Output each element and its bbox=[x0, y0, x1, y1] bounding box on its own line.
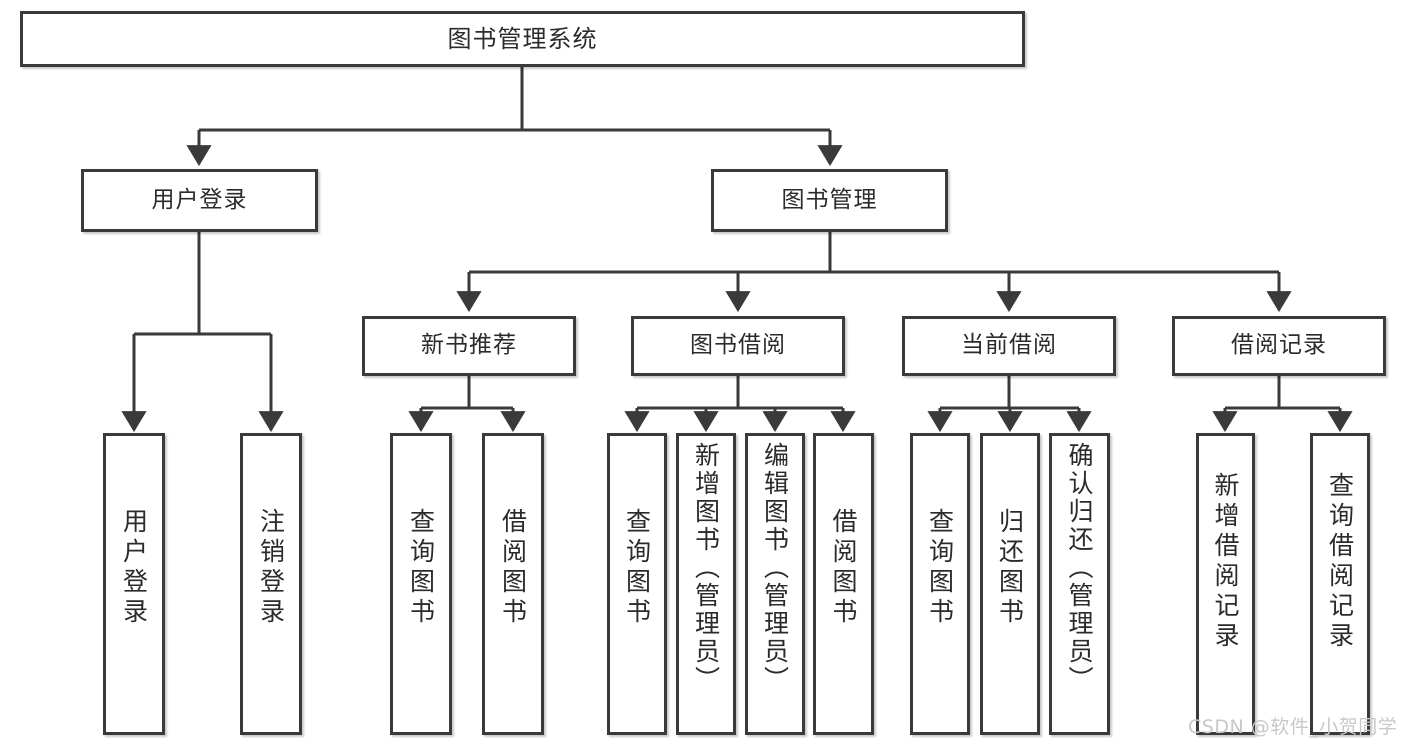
node-new-book-recommend-label: 新书推荐 bbox=[421, 332, 517, 359]
leaf-new-book-borrow-label: 借阅图书 bbox=[498, 508, 528, 628]
leaf-book-borrow-borrow-label: 借阅图书 bbox=[829, 508, 858, 628]
leaf-new-book-query[interactable]: 查询图书 bbox=[390, 433, 452, 735]
leaf-borrow-record-query[interactable]: 查询借阅记录 bbox=[1310, 433, 1370, 735]
leaf-borrow-record-add-label: 新增借阅记录 bbox=[1211, 472, 1240, 652]
leaf-user-login-logout[interactable]: 注销登录 bbox=[240, 433, 302, 735]
leaf-book-borrow-query[interactable]: 查询图书 bbox=[607, 433, 667, 735]
leaf-current-borrow-confirm[interactable]: 确认归还（管理员） bbox=[1049, 433, 1110, 735]
node-user-login-label: 用户登录 bbox=[151, 186, 248, 213]
leaf-current-borrow-query-label: 查询图书 bbox=[925, 508, 955, 628]
leaf-user-login-login-label: 用户登录 bbox=[119, 508, 149, 628]
watermark: CSDN @软件_小贺同学 bbox=[1188, 716, 1398, 738]
leaf-borrow-record-query-label: 查询借阅记录 bbox=[1325, 472, 1355, 652]
leaf-user-login-login[interactable]: 用户登录 bbox=[103, 433, 165, 735]
node-book-borrow[interactable]: 图书借阅 bbox=[631, 316, 845, 376]
node-book-management[interactable]: 图书管理 bbox=[711, 169, 948, 232]
node-user-login[interactable]: 用户登录 bbox=[81, 169, 318, 232]
leaf-book-borrow-add-label: 新增图书（管理员） bbox=[691, 442, 721, 694]
node-root[interactable]: 图书管理系统 bbox=[20, 11, 1025, 67]
node-book-borrow-label: 图书借阅 bbox=[690, 332, 786, 359]
leaf-current-borrow-return-label: 归还图书 bbox=[995, 508, 1025, 628]
node-root-label: 图书管理系统 bbox=[447, 24, 598, 53]
node-borrow-record-label: 借阅记录 bbox=[1231, 332, 1327, 359]
leaf-book-borrow-add[interactable]: 新增图书（管理员） bbox=[676, 433, 736, 735]
leaf-current-borrow-confirm-label: 确认归还（管理员） bbox=[1065, 442, 1094, 694]
leaf-user-login-logout-label: 注销登录 bbox=[256, 508, 286, 628]
leaf-current-borrow-query[interactable]: 查询图书 bbox=[910, 433, 970, 735]
leaf-book-borrow-edit-label: 编辑图书（管理员） bbox=[760, 442, 790, 694]
leaf-book-borrow-edit[interactable]: 编辑图书（管理员） bbox=[745, 433, 805, 735]
node-book-management-label: 图书管理 bbox=[781, 186, 878, 213]
leaf-new-book-query-label: 查询图书 bbox=[406, 508, 436, 628]
leaf-new-book-borrow[interactable]: 借阅图书 bbox=[482, 433, 544, 735]
leaf-book-borrow-borrow[interactable]: 借阅图书 bbox=[813, 433, 874, 735]
node-current-borrow[interactable]: 当前借阅 bbox=[902, 316, 1116, 376]
node-borrow-record[interactable]: 借阅记录 bbox=[1172, 316, 1386, 376]
leaf-borrow-record-add[interactable]: 新增借阅记录 bbox=[1196, 433, 1255, 735]
leaf-book-borrow-query-label: 查询图书 bbox=[622, 508, 652, 628]
leaf-current-borrow-return[interactable]: 归还图书 bbox=[980, 433, 1040, 735]
node-current-borrow-label: 当前借阅 bbox=[961, 332, 1057, 359]
node-new-book-recommend[interactable]: 新书推荐 bbox=[362, 316, 576, 376]
